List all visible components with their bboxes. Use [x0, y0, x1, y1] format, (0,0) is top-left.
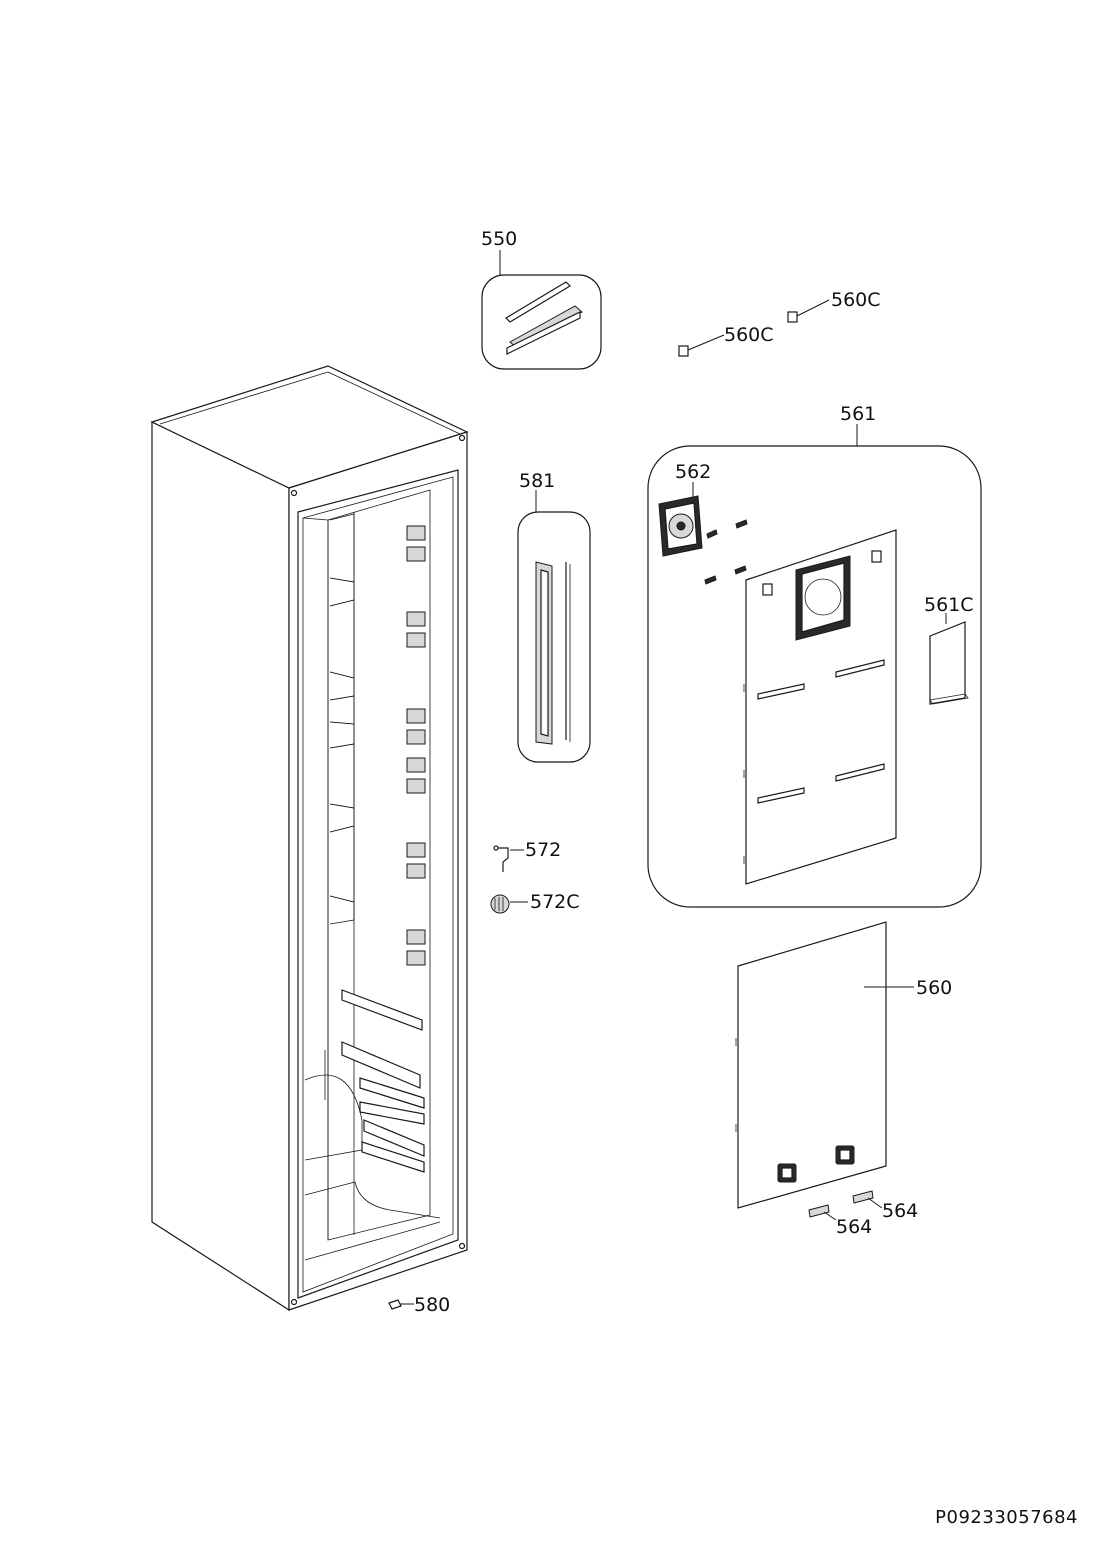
part-581-drawing: [517, 490, 591, 763]
part-564-drawing: [808, 1190, 883, 1221]
part-561-drawing: [647, 424, 982, 908]
part-label-560c-bottom: 560C: [724, 324, 774, 346]
part-label-580: 580: [414, 1294, 451, 1316]
part-label-560c-top: 560C: [831, 289, 881, 311]
part-label-561c: 561C: [924, 594, 974, 616]
part-560c-drawing: [678, 299, 830, 357]
document-code: P09233057684: [935, 1507, 1078, 1528]
part-label-581: 581: [519, 470, 556, 492]
part-label-562: 562: [675, 461, 712, 483]
part-580-drawing: [388, 1299, 414, 1310]
part-560-drawing: [735, 921, 914, 1209]
part-572-drawing: [490, 845, 528, 914]
part-label-572: 572: [525, 839, 562, 861]
part-label-572c: 572C: [530, 891, 580, 913]
part-label-564-right: 564: [882, 1200, 919, 1222]
part-550-drawing: [481, 250, 602, 370]
part-label-550: 550: [481, 228, 518, 250]
part-label-561: 561: [840, 403, 877, 425]
cabinet-drawing: [150, 365, 469, 1312]
part-label-564-left: 564: [836, 1216, 873, 1238]
part-label-560: 560: [916, 977, 953, 999]
